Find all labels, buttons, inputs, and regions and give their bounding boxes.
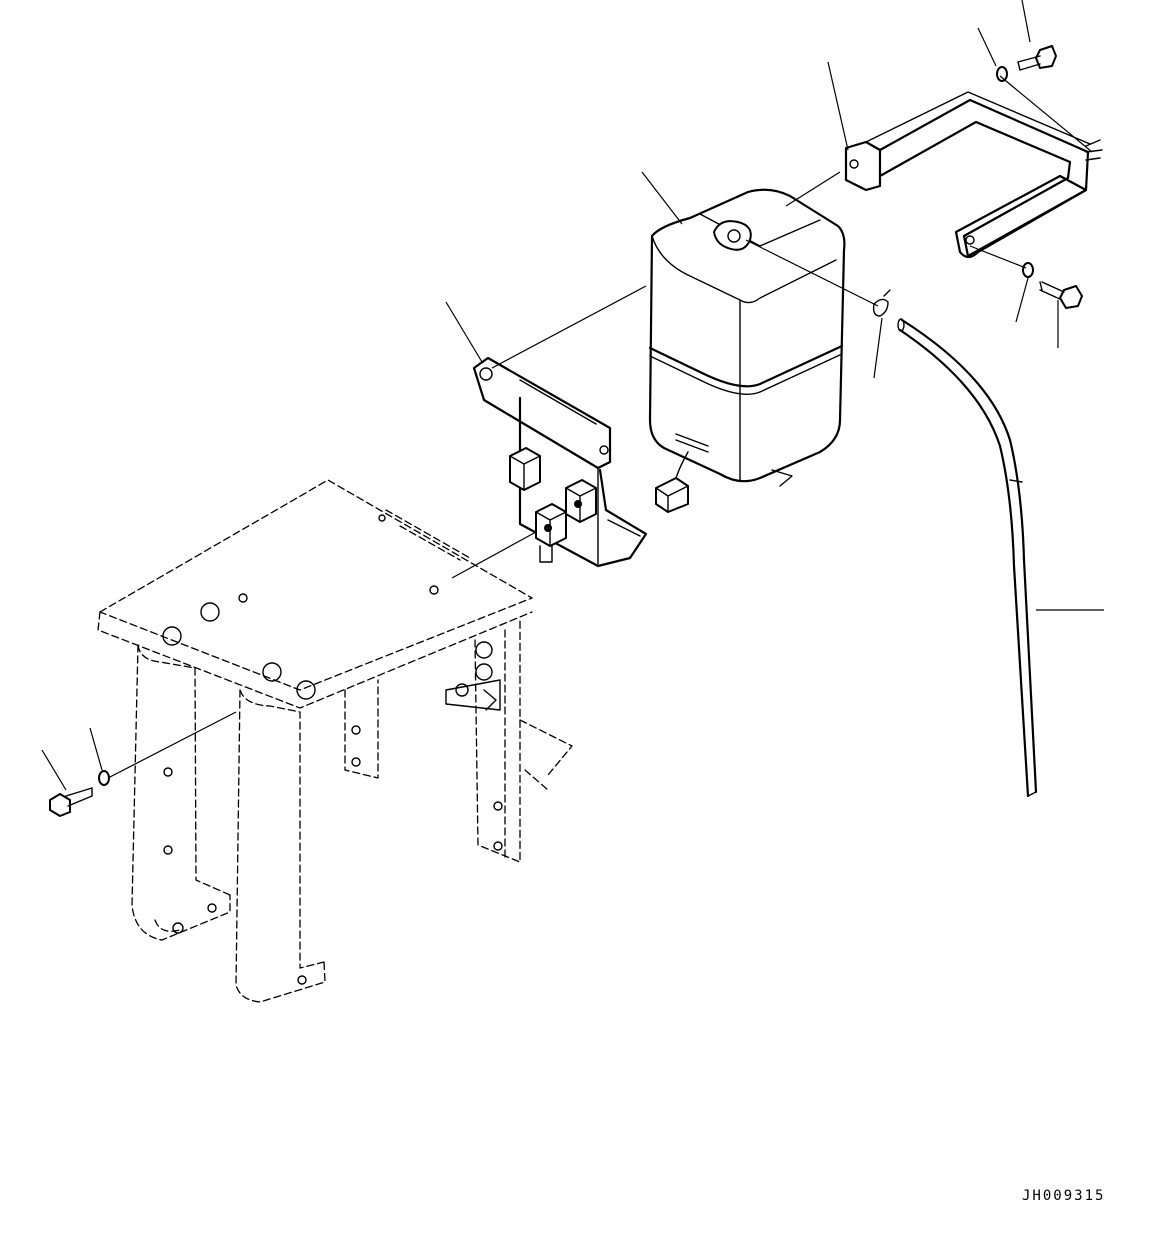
washer-tank [648, 188, 846, 513]
washer-hose [897, 318, 1038, 798]
leader-lines [41, 0, 1104, 791]
drawing-number: JH009315 [1022, 1188, 1106, 1204]
bolts-and-washers [49, 45, 1083, 817]
hose-clip [872, 289, 891, 317]
support-frame [97, 479, 573, 1003]
upper-mounting-band [844, 91, 1103, 259]
lower-tank-bracket [472, 356, 648, 568]
